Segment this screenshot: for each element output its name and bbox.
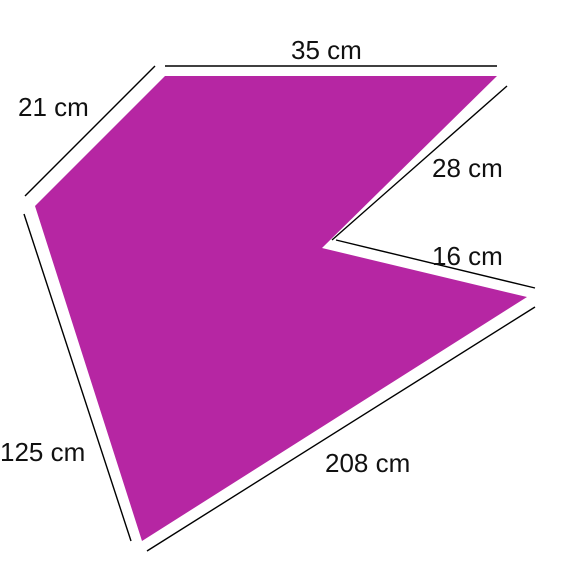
edge-label-notch: 16 cm xyxy=(432,241,503,271)
edge-label-bottom-right: 208 cm xyxy=(325,448,410,478)
dimension-line-notch xyxy=(335,239,536,289)
dimension-line-top-left xyxy=(24,65,156,197)
edge-label-top-left: 21 cm xyxy=(18,92,89,122)
dimension-line-upper-right xyxy=(331,85,508,241)
edge-label-top: 35 cm xyxy=(291,35,362,65)
dimension-line-left xyxy=(23,213,132,542)
dimension-line-bottom-right xyxy=(146,306,536,552)
polygon-shape xyxy=(35,76,527,541)
edge-label-upper-right: 28 cm xyxy=(432,153,503,183)
edge-label-left: 125 cm xyxy=(0,437,85,467)
